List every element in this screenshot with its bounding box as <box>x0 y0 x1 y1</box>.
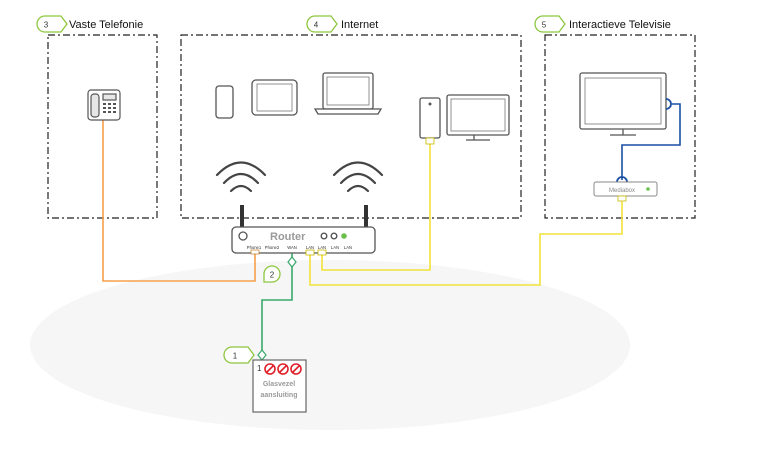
fiber-box-line1: Glasvezel <box>263 381 295 388</box>
section-title: Vaste Telefonie <box>69 19 143 31</box>
router-status-led <box>341 233 347 239</box>
mediabox-device: Mediabox <box>593 176 658 202</box>
section-box-internet <box>180 34 522 219</box>
section-title: Internet <box>341 19 378 31</box>
section-header-interactieve-televisie: 5 Interactieve Televisie <box>534 15 671 33</box>
section-title: Interactieve Televisie <box>569 19 671 31</box>
wan-marker-number: 2 <box>270 271 275 280</box>
fiber-box-number: 1 <box>257 364 262 373</box>
background-shadow <box>30 260 630 430</box>
router-port-label: Phone2 <box>265 245 280 250</box>
cables <box>102 103 681 355</box>
section-marker <box>534 15 566 33</box>
router-port-label: Phone1 <box>247 245 262 250</box>
coax-cable <box>621 103 681 180</box>
laptop-icon <box>313 72 383 115</box>
wifi-right-icon <box>332 161 384 193</box>
fiber-no-entry-icons <box>264 363 302 375</box>
router-port-label: LAN <box>331 245 339 250</box>
desk-phone-icon <box>87 89 121 121</box>
fiber-connection-box: 1 Glasvezel aansluiting <box>252 359 307 413</box>
section-header-vaste-telefonie: 3 Vaste Telefonie <box>36 15 143 33</box>
section-number: 3 <box>44 21 49 30</box>
wifi-left-icon <box>215 161 267 193</box>
smartphone-icon <box>215 85 234 119</box>
fiber-marker-number: 1 <box>233 352 238 361</box>
desktop-tower-icon <box>419 97 441 139</box>
router-antenna-left <box>240 205 244 229</box>
section-marker <box>306 15 338 33</box>
fiber-marker: 1 <box>223 346 267 364</box>
section-number: 5 <box>542 21 547 30</box>
section-box-interactieve-televisie <box>544 34 696 219</box>
section-header-internet: 4 Internet <box>306 15 378 33</box>
fiber-box-line2: aansluiting <box>261 392 298 399</box>
desktop-monitor-icon <box>446 94 510 141</box>
router-title: Router <box>270 231 306 243</box>
desktop-lan-plug <box>425 137 435 145</box>
router-port-label: WAN <box>287 245 297 250</box>
router-port-label: LAN <box>344 245 352 250</box>
wan-marker: 2 <box>263 256 297 283</box>
lan-cable-desktop <box>321 140 431 271</box>
phone-cable <box>102 120 256 282</box>
television-icon <box>579 72 672 136</box>
lan-cable-mediabox <box>309 198 623 286</box>
section-marker <box>36 15 68 33</box>
router-port-label: LAN <box>306 245 314 250</box>
tablet-icon <box>251 79 298 116</box>
mediabox-label: Mediabox <box>609 188 635 194</box>
router-port-label: LAN <box>318 245 326 250</box>
mediabox-led <box>646 187 650 191</box>
router-antenna-right <box>364 205 368 229</box>
section-number: 4 <box>314 21 319 30</box>
router-power-button <box>238 231 248 241</box>
